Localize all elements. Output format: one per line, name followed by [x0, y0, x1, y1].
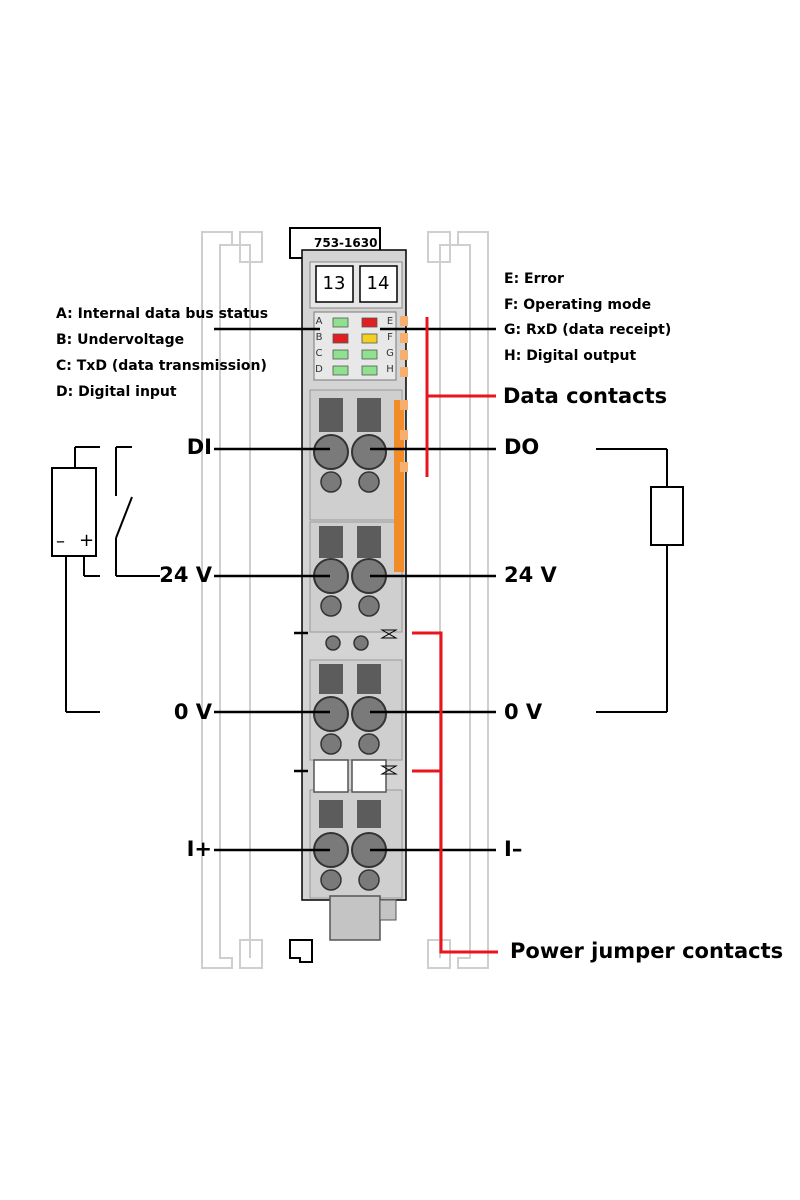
label-24v-right: 24 V	[504, 563, 557, 587]
led-letter-a: A	[315, 316, 323, 327]
leader-lines	[214, 327, 496, 852]
legend-h: H: Digital output	[504, 348, 637, 364]
output-circuit	[596, 448, 684, 713]
led-a	[332, 317, 349, 328]
led-panel	[332, 317, 378, 376]
led-letter-f: F	[387, 332, 393, 343]
terminal-group-1	[313, 398, 387, 493]
legend-a: A: Internal data bus status	[56, 306, 269, 322]
terminal-group-3	[313, 664, 387, 755]
led-letter-c: C	[315, 348, 323, 359]
led-e	[361, 317, 378, 328]
led-letter-d: D	[315, 364, 323, 375]
label-i-minus: I–	[504, 837, 523, 861]
terminal-number-13: 13	[322, 273, 346, 294]
led-g	[361, 349, 378, 360]
legend-d: D: Digital input	[56, 384, 177, 400]
callout-lines	[412, 317, 498, 954]
battery-plus-sign: +	[79, 530, 95, 551]
label-di: DI	[186, 435, 212, 459]
label-i-plus: I+	[186, 837, 212, 861]
terminal-group-2	[313, 526, 387, 651]
led-letter-e: E	[386, 316, 394, 327]
led-letter-g: G	[386, 348, 394, 359]
led-letter-b: B	[315, 332, 323, 343]
legend-e: E: Error	[504, 271, 564, 287]
power-jumper-contacts-label: Power jumper contacts	[510, 939, 784, 963]
led-h	[361, 365, 378, 376]
label-0v-right: 0 V	[504, 700, 543, 724]
label-0v-left: 0 V	[173, 700, 212, 724]
input-circuit	[51, 446, 160, 713]
led-f	[361, 333, 378, 344]
terminal-group-4	[313, 800, 387, 891]
legend-g: G: RxD (data receipt)	[504, 322, 672, 338]
label-do: DO	[504, 435, 540, 459]
led-b	[332, 333, 349, 344]
data-contact-strip	[394, 316, 408, 572]
terminal-number-14: 14	[366, 273, 390, 294]
power-jumper-window	[313, 629, 398, 793]
battery-minus-sign: –	[56, 531, 65, 552]
part-number-label: 753-1630	[314, 236, 378, 250]
led-d	[332, 365, 349, 376]
load-resistor	[650, 486, 684, 546]
legend-b: B: Undervoltage	[56, 332, 185, 348]
led-letter-h: H	[386, 364, 394, 375]
legend-c: C: TxD (data transmission)	[56, 358, 267, 374]
data-contacts-label: Data contacts	[503, 384, 668, 408]
led-c	[332, 349, 349, 360]
label-24v-left: 24 V	[159, 563, 212, 587]
legend-f: F: Operating mode	[504, 297, 652, 313]
